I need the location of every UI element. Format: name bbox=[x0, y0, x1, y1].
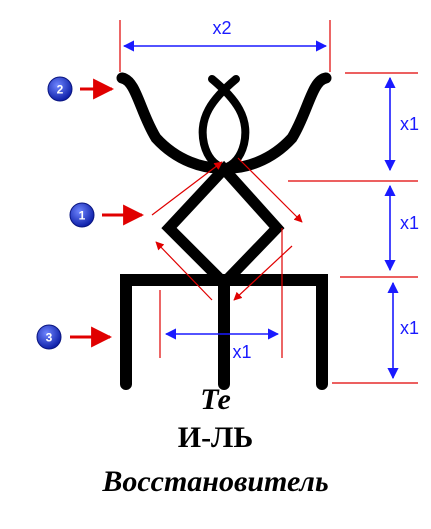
marker-2-number: 2 bbox=[57, 83, 64, 97]
rune-meaning: Восстановитель bbox=[102, 465, 329, 498]
marker-1-number: 1 bbox=[79, 209, 86, 223]
guide-diag-1 bbox=[151, 161, 223, 216]
rune-left-arm bbox=[116, 72, 225, 174]
rune-diamond bbox=[161, 160, 285, 291]
label-height-top: x1 bbox=[400, 114, 419, 134]
guide-diag-3 bbox=[233, 245, 293, 301]
rune-name: Те bbox=[200, 383, 231, 416]
marker-2: 2 bbox=[47, 76, 115, 102]
dimension-labels: x2 x1 x1 x1 x1 bbox=[212, 18, 419, 362]
marker-1: 1 bbox=[69, 202, 145, 228]
rune-loop bbox=[198, 75, 250, 173]
marker-3-badge bbox=[36, 324, 62, 350]
marker-2-badge bbox=[47, 76, 73, 102]
label-height-bottom: x1 bbox=[400, 318, 419, 338]
marker-3-number: 3 bbox=[46, 331, 53, 345]
marker-3: 3 bbox=[36, 324, 113, 350]
rune-transliteration: И-ЛЬ bbox=[177, 421, 254, 454]
rune-glyph bbox=[116, 72, 332, 390]
label-top-width: x2 bbox=[212, 18, 231, 38]
guide-diag-4 bbox=[155, 241, 213, 301]
label-height-middle: x1 bbox=[400, 213, 419, 233]
rune-right-arm bbox=[223, 72, 332, 174]
dimension-arrows bbox=[122, 40, 399, 380]
label-base-width: x1 bbox=[232, 342, 251, 362]
guide-diag-2 bbox=[237, 157, 303, 223]
marker-1-badge bbox=[69, 202, 95, 228]
construction-guides bbox=[119, 20, 418, 384]
